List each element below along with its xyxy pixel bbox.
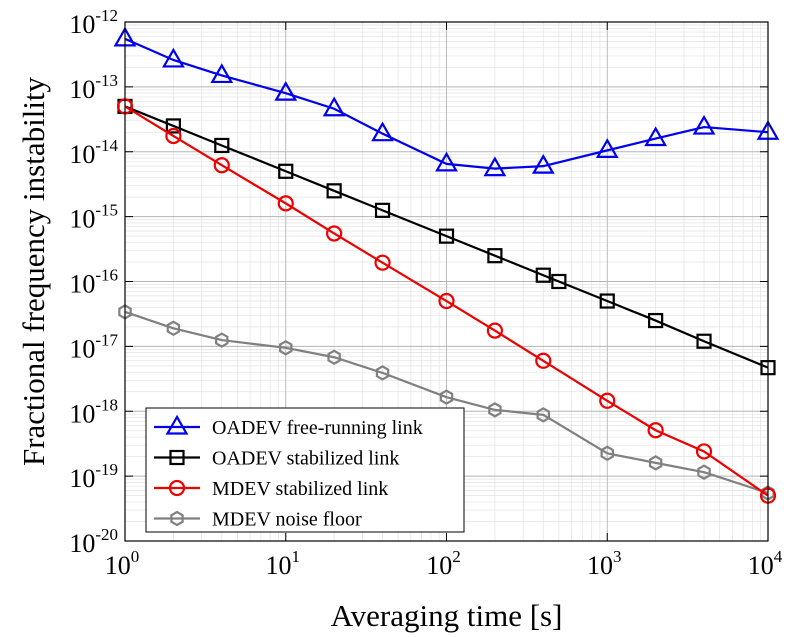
y-tick-label: 10-12 (69, 6, 118, 39)
data-point (375, 365, 390, 381)
data-point (435, 151, 458, 172)
data-point (488, 402, 502, 418)
data-point (551, 273, 567, 290)
data-point (322, 96, 346, 117)
data-point (438, 228, 455, 244)
data-point (647, 422, 664, 439)
x-tick-label: 101 (266, 547, 301, 580)
legend-entry-label: OADEV free-running link (212, 417, 423, 439)
data-point (277, 195, 294, 212)
y-tick-label: 10-15 (69, 201, 118, 234)
data-point (644, 126, 668, 147)
y-tick-labels: 10-20 10-19 10-18 10-17 10-16 10-15 10-14 10-13… (69, 6, 118, 558)
data-point (531, 153, 555, 174)
series-line (124, 37, 769, 170)
y-tick-label: 10-19 (69, 460, 118, 493)
x-tick-label: 102 (426, 547, 461, 580)
x-tick-label: 104 (748, 547, 783, 580)
legend-marker (169, 449, 185, 466)
data-point (374, 254, 391, 271)
data-point (595, 138, 619, 158)
x-tick-label: 103 (587, 547, 622, 580)
data-point (648, 455, 663, 471)
data-point (487, 248, 503, 264)
legend-box (145, 407, 465, 533)
data-point (165, 118, 181, 134)
legend-marker (168, 479, 186, 497)
tick-marks (124, 21, 769, 542)
series-line (124, 105, 769, 369)
data-point (696, 333, 712, 349)
y-axis-title: Fractional frequency instability (16, 76, 51, 466)
data-point (536, 407, 551, 423)
data-point (486, 322, 503, 339)
data-point (213, 157, 230, 174)
data-point (166, 320, 181, 337)
data-point (326, 225, 343, 242)
data-point (214, 137, 230, 154)
data-point (278, 163, 294, 179)
data-point (374, 202, 391, 218)
x-tick-label: 100 (105, 547, 140, 580)
x-axis-title: Averaging time [s] (331, 598, 563, 633)
data-point (279, 340, 293, 356)
data-point (215, 332, 229, 348)
x-tick-labels: 100 101 102 103 104 (105, 547, 783, 580)
y-tick-label: 10-13 (69, 71, 118, 104)
data-point (695, 443, 713, 460)
data-point (165, 127, 182, 145)
data-point (599, 392, 616, 409)
y-tick-label: 10-14 (69, 136, 118, 169)
data-point (697, 464, 711, 480)
y-tick-label: 10-20 (69, 525, 118, 558)
data-point (274, 80, 298, 101)
series-line (124, 310, 769, 495)
y-tick-label: 10-16 (69, 266, 118, 299)
data-point (535, 352, 552, 369)
data-point (210, 63, 234, 84)
series-line (124, 105, 769, 497)
legend-entry-label: MDEV stabilized link (212, 478, 388, 500)
data-point (326, 183, 342, 199)
y-tick-label: 10-17 (69, 330, 118, 363)
data-point (161, 47, 185, 68)
data-point (439, 389, 454, 405)
data-point (599, 293, 615, 309)
data-point (648, 312, 664, 329)
data-point (692, 114, 716, 135)
data-point (600, 445, 614, 462)
data-point (483, 156, 507, 177)
data-point (438, 292, 455, 310)
data-point (371, 121, 394, 142)
legend-marker (165, 414, 189, 435)
data-point (327, 349, 341, 366)
legend-entry-label: OADEV stabilized link (212, 448, 399, 470)
legend-entry-label: MDEV noise floor (212, 509, 362, 531)
y-tick-label: 10-18 (69, 395, 118, 428)
data-point (535, 267, 551, 283)
legend-marker (170, 510, 184, 527)
series-triangle (113, 26, 780, 177)
